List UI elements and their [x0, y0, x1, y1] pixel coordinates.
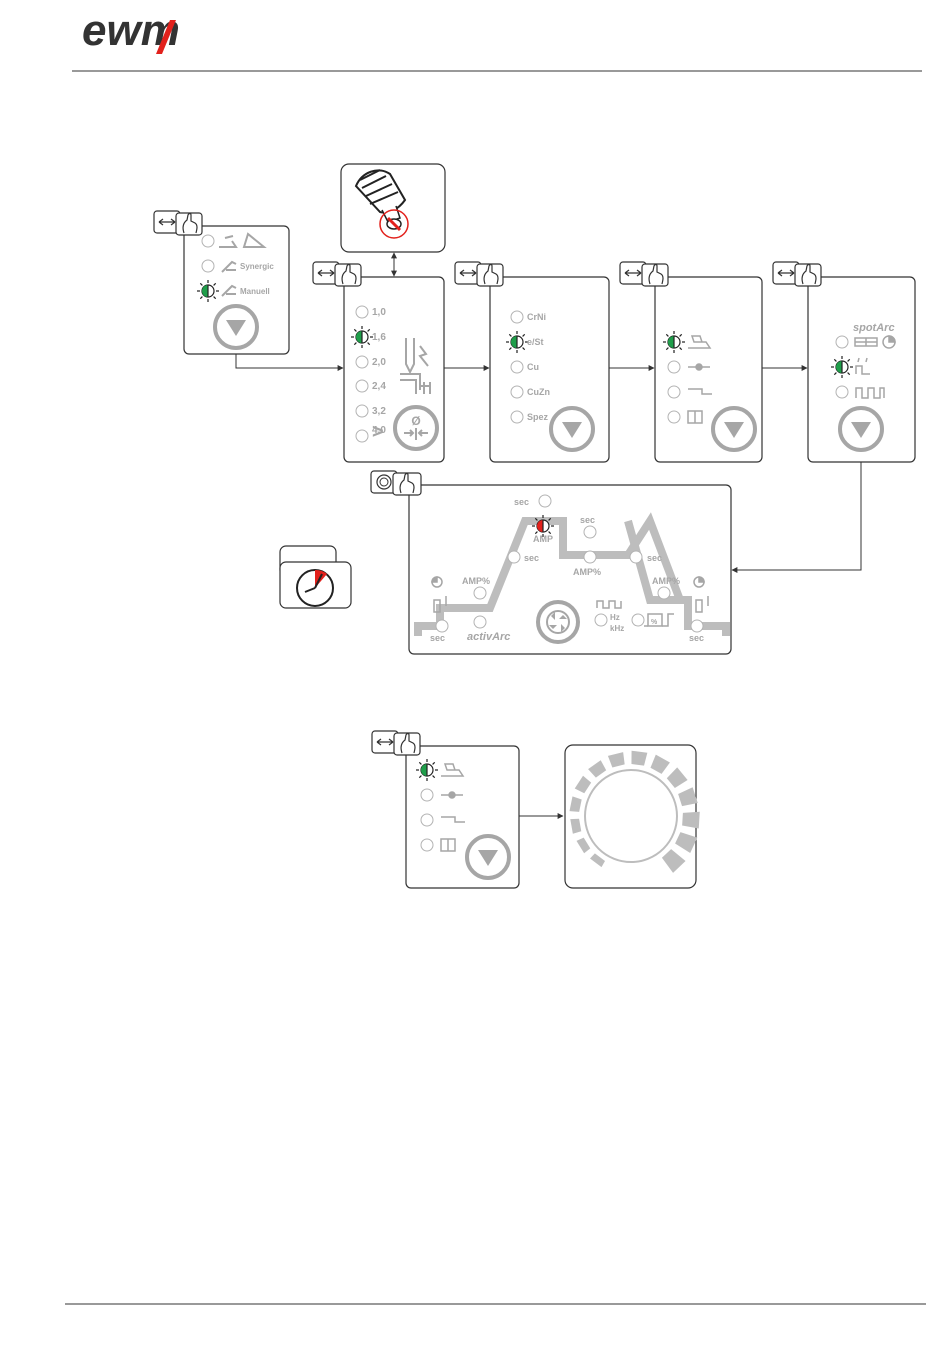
operating-mode-led: [421, 814, 433, 826]
timer-icon: [280, 546, 351, 608]
sequence-led: [691, 620, 703, 632]
sequence-label: sec: [430, 633, 445, 643]
operating-mode-led: [668, 386, 680, 398]
mode-select-button[interactable]: [154, 211, 202, 235]
material-option: CuZn: [527, 387, 550, 397]
mode-select-button[interactable]: [313, 262, 361, 286]
sequence-label: sec: [514, 497, 529, 507]
sequence-label: sec: [524, 553, 539, 563]
logo-text: ewm: [82, 6, 180, 55]
diameter-option: 2,0: [372, 357, 386, 368]
sequence-led: [539, 495, 551, 507]
material-led: [511, 411, 523, 423]
material-option: e/St: [527, 337, 544, 347]
sequence-led: [630, 551, 642, 563]
panel-diameter: 1,01,62,02,43,24,0 > Ø: [313, 262, 444, 462]
sequence-label: AMP%: [573, 567, 601, 577]
panel-pulse: spotArc: [773, 262, 915, 462]
material-option: Spez: [527, 412, 549, 422]
sequence-led: [584, 526, 596, 538]
process-label-2: Manuell: [240, 287, 270, 296]
activarc-label: activArc: [467, 631, 510, 643]
process-led: [202, 235, 214, 247]
material-led: [511, 361, 523, 373]
operating-mode-led: [668, 411, 680, 423]
sequence-led: [474, 587, 486, 599]
mode-select-button[interactable]: [620, 262, 668, 286]
sequence-label: sec: [647, 553, 662, 563]
material-led: [511, 386, 523, 398]
material-option: Cu: [527, 362, 539, 372]
mode-select-button[interactable]: [372, 731, 420, 755]
diameter-symbol: Ø: [411, 414, 420, 428]
sequence-led: [584, 551, 596, 563]
material-led: [511, 311, 523, 323]
mode-select-button[interactable]: [455, 262, 503, 286]
operating-mode-led: [421, 789, 433, 801]
diameter-led: [356, 306, 368, 318]
diameter-led: [356, 356, 368, 368]
sequence-label: Hz: [610, 613, 620, 622]
operating-mode-led: [668, 361, 680, 373]
sequence-label: AMP%: [652, 576, 680, 586]
operating-mode-led: [421, 839, 433, 851]
brand-logo: ewm: [82, 6, 180, 55]
sequence-led: [436, 620, 448, 632]
process-label-1: Synergic: [240, 262, 274, 271]
sequence-label: sec: [689, 633, 704, 643]
sequence-label: %: [651, 619, 658, 626]
spotarc-title: spotArc: [853, 322, 895, 334]
sequence-led: [474, 616, 486, 628]
sequence-label: sec: [580, 515, 595, 525]
pulse-led: [836, 336, 848, 348]
material-option: CrNi: [527, 312, 546, 322]
dial-knob[interactable]: [585, 770, 677, 862]
sequence-led: [508, 551, 520, 563]
sequence-led: [632, 614, 644, 626]
diameter-option: 3,2: [372, 406, 386, 417]
torch-box: [341, 164, 445, 252]
diameter-led: [356, 405, 368, 417]
encoder-dial: [565, 745, 700, 888]
diameter-led: [356, 380, 368, 392]
mode-select-button[interactable]: [773, 262, 821, 286]
panel-process: Synergic Manuell: [154, 211, 289, 354]
panel-operating-mode: [620, 262, 762, 462]
diameter-led: [356, 430, 368, 442]
sequence-label: kHz: [610, 624, 624, 633]
diameter-extra-mark: >: [372, 421, 384, 443]
sequence-mode-button[interactable]: [371, 471, 421, 495]
process-led: [202, 260, 214, 272]
diameter-option: 1,0: [372, 307, 386, 318]
diameter-option: 1,6: [372, 332, 386, 343]
sequence-led: [658, 587, 670, 599]
diameter-option: 2,4: [372, 381, 386, 392]
pulse-led: [836, 386, 848, 398]
sequence-label: AMP%: [462, 576, 490, 586]
panel-operating-mode-2: [372, 731, 519, 888]
sequence-led: [595, 614, 607, 626]
sequence-label: AMP: [533, 534, 553, 544]
